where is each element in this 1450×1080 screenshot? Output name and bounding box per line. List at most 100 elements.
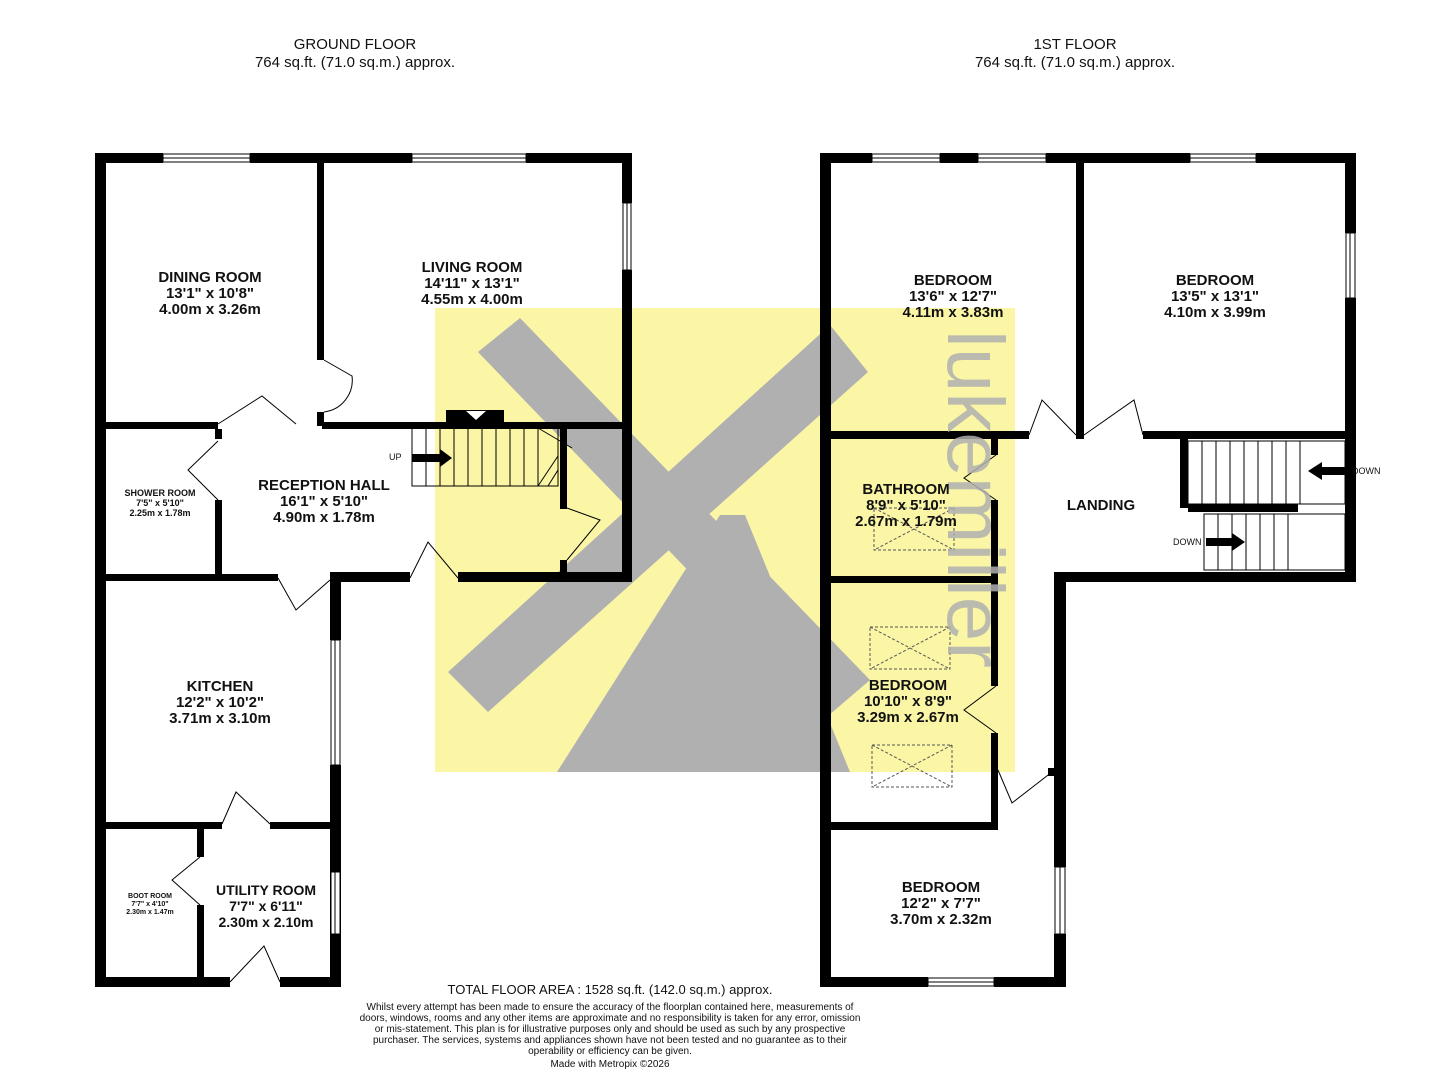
disclaimer-text: Whilst every attempt has been made to en… [359, 1002, 861, 1057]
room-name: BEDROOM [868, 677, 948, 694]
room-name: DINING ROOM [158, 269, 262, 286]
gf-wall [317, 163, 324, 360]
room-imperial: 16'1" x 5'10" [279, 493, 369, 510]
first-floor-windows [871, 153, 1356, 987]
down-arrow-icon [1206, 533, 1245, 551]
door-swing [963, 454, 997, 501]
door-swing [1083, 399, 1144, 436]
ff-wall [1180, 436, 1188, 508]
ff-wall [991, 439, 998, 455]
room-metric: 4.10m x 3.99m [1164, 304, 1266, 321]
door-swing [171, 856, 201, 906]
first-floor-area: 764 sq.ft. (71.0 sq.m.) approx. [974, 54, 1176, 71]
door-swing [997, 769, 1053, 804]
gf-wall [95, 153, 163, 163]
room-imperial: 8'9" x 5'10" [866, 497, 946, 514]
gf-wall [526, 153, 632, 163]
watermark-logo [435, 308, 1015, 772]
ground-floor-doors [171, 359, 601, 983]
made-with-credit: Made with Metropix ©2026 [550, 1059, 670, 1070]
gf-wall [322, 422, 622, 429]
door-swing [221, 791, 271, 825]
room-name: BEDROOM [901, 879, 981, 896]
first-floor-walls [820, 153, 1356, 987]
room-metric: 4.90m x 1.78m [273, 509, 375, 526]
room-metric: 3.71m x 3.10m [169, 710, 271, 727]
ff-wall [1143, 431, 1345, 439]
ff-wall [1345, 153, 1356, 233]
room-metric: 4.00m x 3.26m [159, 301, 261, 318]
room-metric: 4.11m x 3.83m [902, 304, 1004, 321]
gf-wall [560, 429, 567, 509]
first-floor-doors [963, 399, 1144, 804]
up-arrow-icon [412, 449, 452, 467]
watermark-windmill-body [557, 515, 850, 772]
ff-wall [1076, 163, 1084, 439]
skylight-cross [873, 507, 955, 551]
skylight [873, 507, 955, 551]
ff-wall [1054, 572, 1066, 867]
ff-wall [1345, 298, 1356, 582]
room-name: KITCHEN [186, 678, 254, 695]
room-dining: DINING ROOM 13'1" x 10'8" 4.00m x 3.26m [158, 270, 261, 318]
gf-wall [560, 560, 567, 580]
room-imperial: 13'1" x 10'8" [165, 285, 255, 302]
gf-wall [250, 153, 412, 163]
door-swing [1028, 399, 1077, 436]
room-bedroom-4: BEDROOM 12'2" x 7'7" 3.70m x 2.32m [890, 880, 992, 928]
ff-wall [820, 153, 872, 163]
stair-winder [537, 427, 573, 487]
ground-floor-heading: GROUND FLOOR 764 sq.ft. (71.0 sq.m.) app… [190, 36, 520, 72]
room-name: BEDROOM [1175, 272, 1255, 289]
gf-wall [280, 977, 341, 987]
gf-wall [106, 822, 222, 829]
ff-wall [820, 153, 831, 987]
room-imperial: 7'7" x 6'11" [229, 898, 303, 914]
room-metric: 3.70m x 2.32m [890, 911, 992, 928]
stair-down-label-2: DOWN [1173, 537, 1202, 547]
ground-floor-title: GROUND FLOOR [293, 36, 417, 53]
room-imperial: 7'7" x 4'10" [131, 901, 169, 908]
watermark-sail-2 [448, 325, 868, 712]
room-imperial: 12'2" x 10'2" [175, 694, 265, 711]
room-imperial: 13'6" x 12'7" [908, 288, 998, 305]
room-shower: SHOWER ROOM 7'5" x 5'10" 2.25m x 1.78m [125, 488, 196, 518]
room-metric: 2.67m x 1.79m [855, 513, 957, 530]
ff-wall [1054, 572, 1356, 582]
ff-wall [991, 500, 998, 580]
total-floor-area: TOTAL FLOOR AREA : 1528 sq.ft. (142.0 sq… [447, 982, 773, 997]
room-imperial: 7'5" x 5'10" [136, 498, 184, 508]
gf-fireplace-inset [466, 411, 486, 420]
room-imperial: 10'10" x 8'9" [863, 693, 953, 710]
gf-wall [95, 153, 106, 987]
room-name: BOOT ROOM [128, 893, 172, 900]
first-floor-title: 1ST FLOOR [1033, 36, 1117, 53]
room-name: RECEPTION HALL [258, 477, 390, 494]
room-bathroom: BATHROOM 8'9" x 5'10" 2.67m x 1.79m [855, 482, 957, 530]
room-metric: 2.30m x 2.10m [218, 914, 314, 930]
room-metric: 3.29m x 2.67m [857, 709, 959, 726]
room-name: BATHROOM [862, 481, 950, 498]
door-swing [187, 440, 219, 501]
door-swing [409, 541, 459, 579]
skylight [871, 744, 953, 788]
gf-wall [197, 905, 204, 987]
door-swing [277, 577, 331, 611]
skylight-cross [869, 626, 951, 670]
gf-wall [197, 829, 204, 857]
ff-wall [994, 977, 1066, 987]
room-name: UTILITY ROOM [215, 882, 317, 898]
ff-wall [831, 431, 1029, 439]
down-arrow-icon [1308, 462, 1352, 480]
door-swing [566, 507, 601, 561]
room-name: SHOWER ROOM [124, 488, 196, 498]
stair-up-label: UP [389, 452, 402, 462]
ff-wall [820, 977, 928, 987]
ff-wall [1188, 504, 1298, 512]
skylight-cross [871, 744, 953, 788]
gf-wall [215, 500, 222, 580]
ground-floor-walls [95, 153, 632, 987]
stair-down-label-1: DOWN [1352, 466, 1381, 476]
ff-wall [991, 583, 998, 686]
door-swing [229, 945, 281, 983]
